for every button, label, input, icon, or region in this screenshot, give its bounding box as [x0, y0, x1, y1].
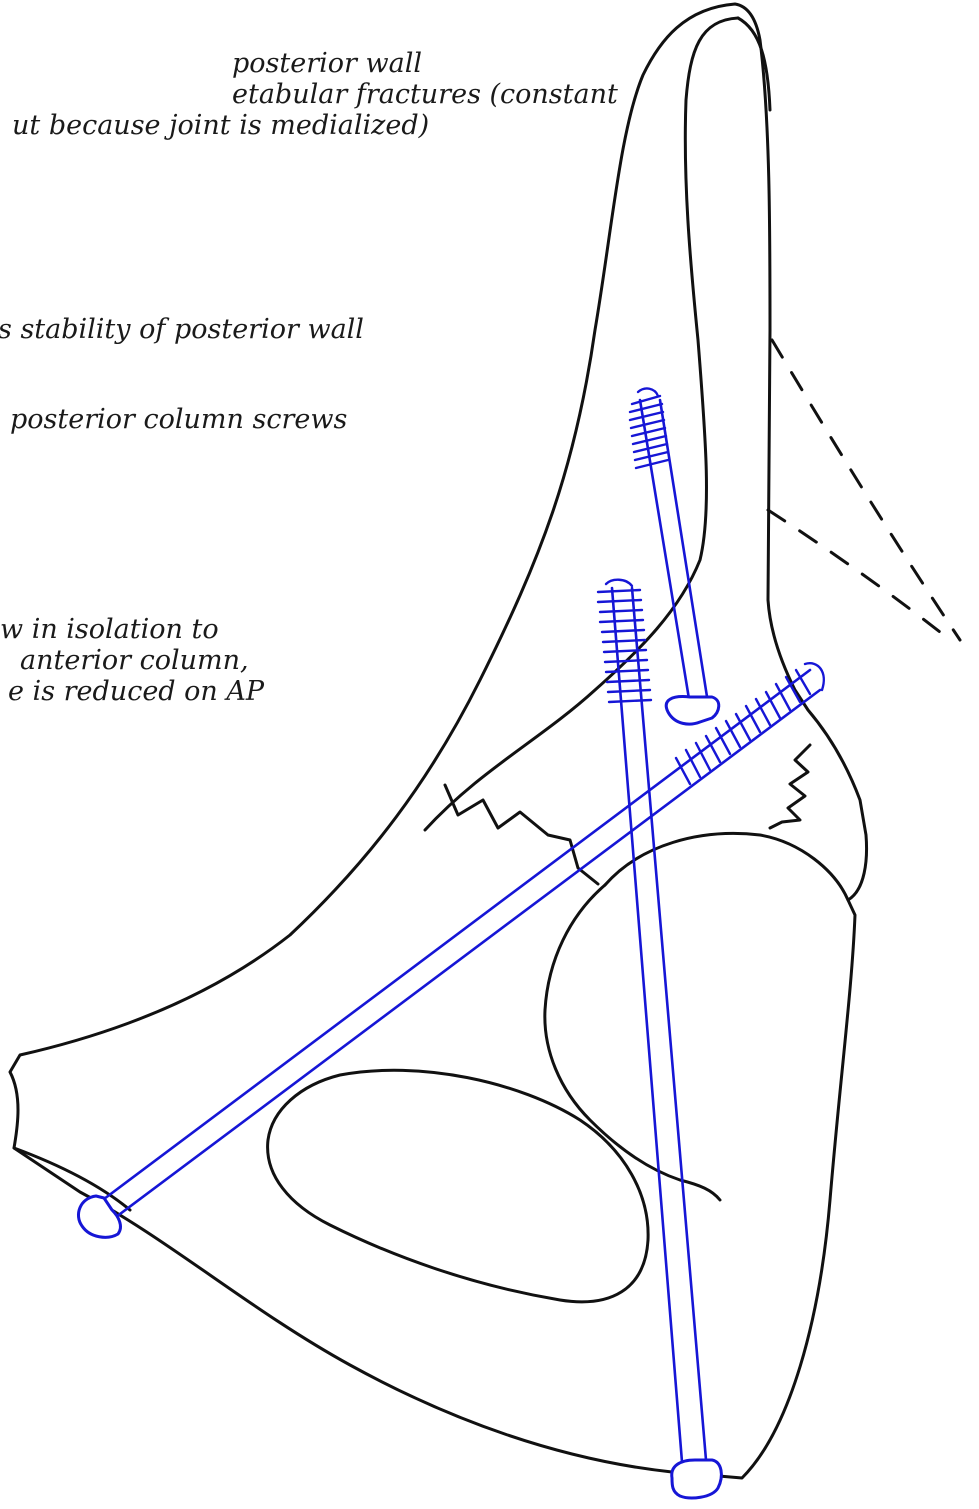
- obturator-foramen: [268, 1070, 649, 1302]
- screw-shaft: [640, 400, 708, 705]
- dashed-reference-lines: [768, 340, 960, 640]
- screw-thread: [598, 580, 651, 702]
- hardware: [78, 389, 823, 1498]
- acetabulum-rim: [545, 885, 720, 1200]
- screw-head: [672, 1460, 722, 1498]
- dashed-line-lower: [768, 510, 950, 640]
- fracture-line-right: [770, 745, 810, 828]
- dashed-line-upper: [772, 340, 960, 640]
- acetabulum-roof: [605, 833, 848, 900]
- pubic-ramus-edge: [14, 1148, 130, 1210]
- anterior-column-screw: [78, 663, 823, 1237]
- screw-head: [78, 1196, 120, 1237]
- screw-head: [666, 697, 719, 725]
- screw-shaft: [100, 670, 820, 1220]
- fracture-line-upper: [445, 785, 598, 884]
- screw-thread: [630, 389, 668, 468]
